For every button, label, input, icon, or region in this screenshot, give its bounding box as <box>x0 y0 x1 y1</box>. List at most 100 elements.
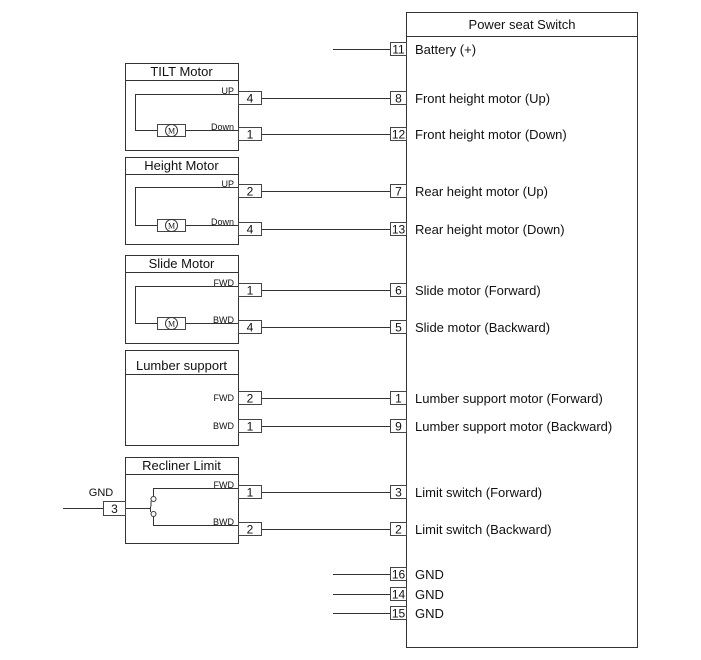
motor-icon: M <box>157 317 186 330</box>
terminal-pin-number: 2 <box>247 523 254 537</box>
circuit-wire <box>135 286 238 324</box>
switch-pin-number: 3 <box>395 486 402 500</box>
switch-pin-label: Rear height motor (Down) <box>415 222 565 237</box>
terminal-label: Down <box>211 122 234 132</box>
circuit-wire <box>135 187 238 226</box>
circuit-wire <box>153 517 238 526</box>
recliner-limit-title: Recliner Limit <box>142 458 221 473</box>
motor-circuit: M <box>135 187 238 232</box>
terminal-pin-number: 1 <box>247 486 254 500</box>
terminal-label: UP <box>221 86 234 96</box>
terminal-pin-number: 4 <box>247 223 254 237</box>
motor-circuit: M <box>135 94 238 137</box>
terminal: 1 FWD <box>214 480 262 500</box>
switch-pin-box <box>390 606 407 620</box>
terminal-pin-number: 2 <box>247 185 254 199</box>
terminal-label: FWD <box>214 278 235 288</box>
terminal-pin-number: 4 <box>247 92 254 106</box>
terminal-label: FWD <box>214 480 235 490</box>
terminal-label: BWD <box>213 517 234 527</box>
switch-pin-box <box>390 485 407 499</box>
switch-pin-box <box>390 587 407 601</box>
switch-pin-number: 8 <box>395 92 402 106</box>
terminal-pin-number: 2 <box>247 392 254 406</box>
terminal: 4 Down <box>211 217 262 237</box>
switch-pin-box <box>390 91 407 105</box>
terminal-pin-number: 1 <box>247 128 254 142</box>
terminal: 1 Down <box>211 122 262 142</box>
terminal: 2 FWD <box>214 391 262 406</box>
switch-pin-number: 5 <box>395 321 402 335</box>
switch-pin-number: 7 <box>395 185 402 199</box>
height-motor-title: Height Motor <box>144 158 219 173</box>
terminal: 1 BWD <box>213 419 262 434</box>
motor-symbol: M <box>168 320 175 329</box>
switch-pin-number: 13 <box>392 223 406 237</box>
switch-pin-row: 13 Rear height motor (Down) <box>262 222 565 237</box>
switch-pin-row: 11 Battery (+) <box>333 42 476 57</box>
switch-pin-number: 16 <box>392 568 406 582</box>
terminal-pin-box <box>238 222 262 236</box>
switch-pin-label: Front height motor (Up) <box>415 91 550 106</box>
switch-contact-icon <box>150 511 157 517</box>
motor-icon: M <box>157 124 186 137</box>
switch-pin-box <box>390 283 407 297</box>
switch-pin-label: GND <box>415 587 444 602</box>
recliner-limit-box <box>125 457 239 544</box>
switch-pin-label: Slide motor (Forward) <box>415 283 541 298</box>
switch-pin-label: Limit switch (Forward) <box>415 485 542 500</box>
tilt-motor-title: TILT Motor <box>150 64 213 79</box>
motor-symbol: M <box>168 127 175 136</box>
limit-switch-circuit <box>125 488 238 526</box>
switch-pin-number: 1 <box>395 392 402 406</box>
terminal-label: BWD <box>213 421 234 431</box>
switch-box <box>406 12 638 648</box>
terminal-pin-box <box>238 127 262 141</box>
terminal-label: Down <box>211 217 234 227</box>
switch-pin-label: Front height motor (Down) <box>415 127 567 142</box>
switch-contact-icon <box>150 496 157 502</box>
switch-pin-row: 12 Front height motor (Down) <box>262 127 567 142</box>
terminal-pin-box <box>238 283 262 297</box>
terminal-label: BWD <box>213 315 234 325</box>
switch-pin-box <box>390 320 407 334</box>
switch-title: Power seat Switch <box>469 17 576 32</box>
switch-pin-label: Slide motor (Backward) <box>415 320 550 335</box>
switch-pin-row: 5 Slide motor (Backward) <box>262 320 550 335</box>
switch-pin-box <box>390 184 407 198</box>
circuit-wire <box>135 94 238 131</box>
terminal-label: FWD <box>214 393 235 403</box>
terminal-pin-number: 1 <box>247 420 254 434</box>
switch-pin-label: Lumber support motor (Forward) <box>415 391 603 406</box>
terminal: 4 UP <box>221 86 262 106</box>
switch-pin-label: Battery (+) <box>415 42 476 57</box>
switch-pin-row: 3 Limit switch (Forward) <box>262 485 542 500</box>
switch-pin-box <box>390 391 407 405</box>
motor-symbol: M <box>168 222 175 231</box>
ground-label: GND <box>89 487 114 499</box>
lumber-support-box <box>125 350 239 446</box>
terminal-pin-box <box>238 391 262 405</box>
ground-pin-box <box>103 501 126 516</box>
motor-circle <box>165 219 178 232</box>
switch-pin-number: 2 <box>395 523 402 537</box>
switch-pin-label: Limit switch (Backward) <box>415 522 552 537</box>
switch-pin-number: 12 <box>392 128 406 142</box>
switch-pin-box <box>390 419 407 433</box>
terminal-pin-box <box>238 184 262 198</box>
switch-pin-number: 11 <box>392 43 405 57</box>
terminal: 2 BWD <box>213 517 262 537</box>
terminal-pin-box <box>238 320 262 334</box>
motor-circle <box>165 124 178 137</box>
